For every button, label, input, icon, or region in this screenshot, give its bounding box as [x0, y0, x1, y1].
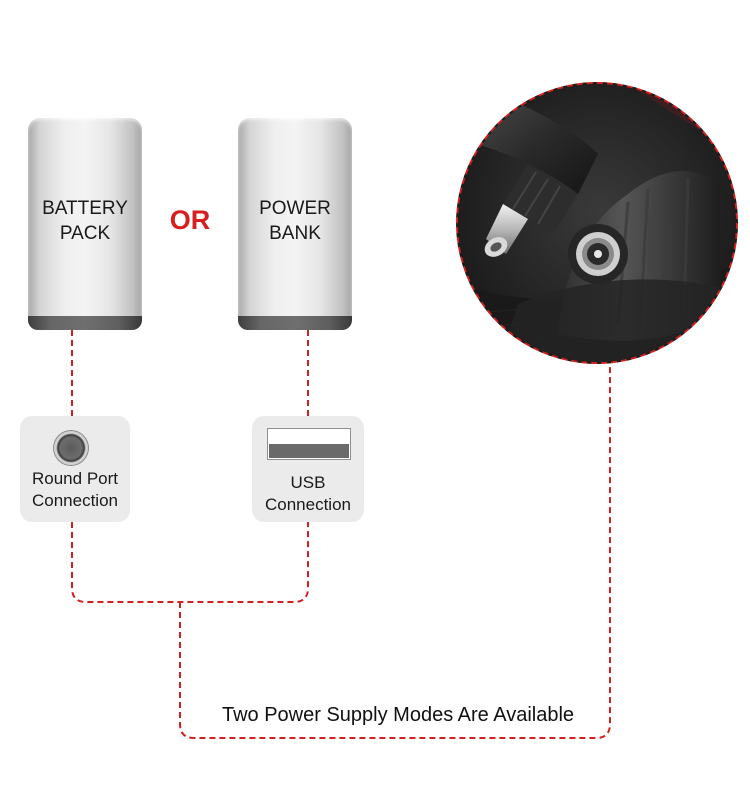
power-bank-base — [238, 316, 352, 330]
usb-label: USB Connection — [264, 473, 351, 514]
usb-port-tongue — [269, 444, 349, 458]
battery-pack-block: BATTERY PACK — [28, 118, 142, 330]
power-bank-label: POWER BANK — [259, 198, 331, 244]
round-port-icon — [54, 431, 88, 465]
usb-card: USB Connection — [252, 416, 364, 522]
power-bank-block: POWER BANK — [238, 118, 352, 330]
or-label: OR — [169, 205, 211, 235]
battery-pack-label: BATTERY PACK — [42, 198, 128, 244]
port-closeup-photo — [456, 82, 738, 364]
port-closeup-illustration — [458, 84, 736, 362]
round-port-label: Round Port Connection — [31, 469, 118, 510]
battery-pack-base — [28, 316, 142, 330]
caption: Two Power Supply Modes Are Available — [221, 704, 575, 726]
usb-port-icon — [267, 428, 351, 460]
round-port-card: Round Port Connection — [20, 416, 130, 522]
